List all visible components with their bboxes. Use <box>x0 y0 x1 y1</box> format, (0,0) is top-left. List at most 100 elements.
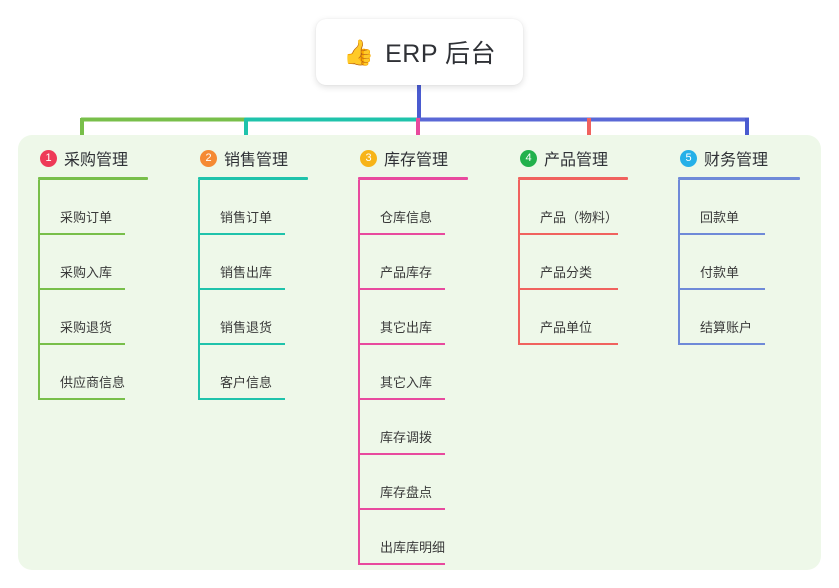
list-item-rule <box>198 343 285 345</box>
column-spine <box>198 180 200 400</box>
column-items: 仓库信息产品库存其它出库其它入库库存调拨库存盘点出库库明细 <box>358 180 468 565</box>
list-item-label: 销售出库 <box>220 265 273 280</box>
list-item-rule <box>38 398 125 400</box>
column-items: 回款单付款单结算账户 <box>678 180 800 345</box>
list-item-rule <box>358 563 445 565</box>
root-node[interactable]: 👍 ERP 后台 <box>316 19 523 85</box>
column-items: 销售订单销售出库销售退货客户信息 <box>198 180 308 400</box>
list-item-rule <box>678 288 765 290</box>
list-item[interactable]: 客户信息 <box>198 345 308 400</box>
list-item[interactable]: 产品（物料） <box>518 180 628 235</box>
column-number-badge: 2 <box>200 149 217 167</box>
list-item[interactable]: 产品单位 <box>518 290 628 345</box>
list-item-rule <box>518 343 618 345</box>
list-item[interactable]: 回款单 <box>678 180 800 235</box>
list-item-label: 销售订单 <box>220 210 273 225</box>
list-item[interactable]: 仓库信息 <box>358 180 468 235</box>
list-item-label: 产品（物料） <box>540 210 619 225</box>
list-item[interactable]: 销售退货 <box>198 290 308 345</box>
list-item[interactable]: 销售出库 <box>198 235 308 290</box>
thumbs-up-icon: 👍 <box>342 37 375 67</box>
column-4: 4 产品管理产品（物料） 产品分类产品单位 <box>518 146 628 345</box>
column-title: 库存管理 <box>384 152 449 169</box>
list-item-rule <box>198 288 285 290</box>
list-item[interactable]: 采购退货 <box>38 290 148 345</box>
list-item-rule <box>518 233 618 235</box>
list-item-rule <box>38 343 125 345</box>
column-number-badge: 3 <box>360 149 377 167</box>
list-item-label: 出库库明细 <box>380 540 446 555</box>
column-3: 3 库存管理仓库信息产品库存其它出库其它入库库存调拨库存盘点出库库明细 <box>358 146 468 565</box>
column-header-rule <box>198 177 308 180</box>
list-item-rule <box>358 288 445 290</box>
list-item-label: 采购订单 <box>60 210 113 225</box>
root-node-content: 👍 ERP 后台 <box>343 34 496 70</box>
list-item-rule <box>38 288 125 290</box>
column-2: 2 销售管理销售订单销售出库销售退货客户信息 <box>198 146 308 400</box>
list-item[interactable]: 其它入库 <box>358 345 468 400</box>
list-item[interactable]: 其它出库 <box>358 290 468 345</box>
column-items: 产品（物料） 产品分类产品单位 <box>518 180 628 345</box>
root-node-title: ERP 后台 <box>385 40 497 68</box>
list-item-rule <box>358 233 445 235</box>
column-spine <box>38 180 40 400</box>
list-item[interactable]: 销售订单 <box>198 180 308 235</box>
column-header-rule <box>38 177 148 180</box>
column-number-badge: 4 <box>520 149 537 167</box>
list-item-rule <box>358 453 445 455</box>
column-header-rule <box>518 177 628 180</box>
list-item-rule <box>358 398 445 400</box>
list-item-rule <box>358 343 445 345</box>
column-items: 采购订单采购入库采购退货供应商信息 <box>38 180 148 400</box>
list-item-label: 采购退货 <box>60 320 113 335</box>
column-header-2[interactable]: 2 销售管理 <box>198 146 308 170</box>
list-item-label: 库存调拨 <box>380 430 433 445</box>
list-item-rule <box>358 508 445 510</box>
list-item-label: 客户信息 <box>220 375 273 390</box>
column-number-badge: 1 <box>40 149 57 167</box>
diagram-panel <box>18 135 821 570</box>
list-item-label: 回款单 <box>700 210 740 225</box>
list-item-label: 库存盘点 <box>380 485 433 500</box>
list-item[interactable]: 出库库明细 <box>358 510 468 565</box>
column-header-rule <box>358 177 468 180</box>
list-item[interactable]: 供应商信息 <box>38 345 148 400</box>
list-item-label: 仓库信息 <box>380 210 433 225</box>
list-item-label: 付款单 <box>700 265 740 280</box>
list-item-rule <box>198 233 285 235</box>
list-item-label: 产品分类 <box>540 265 593 280</box>
list-item-label: 采购入库 <box>60 265 113 280</box>
list-item-rule <box>678 343 765 345</box>
column-header-4[interactable]: 4 产品管理 <box>518 146 628 170</box>
column-title: 产品管理 <box>544 152 609 169</box>
list-item[interactable]: 采购订单 <box>38 180 148 235</box>
column-header-3[interactable]: 3 库存管理 <box>358 146 468 170</box>
list-item[interactable]: 付款单 <box>678 235 800 290</box>
column-title: 财务管理 <box>704 152 769 169</box>
list-item-label: 结算账户 <box>700 320 753 335</box>
list-item[interactable]: 库存盘点 <box>358 455 468 510</box>
list-item-label: 产品库存 <box>380 265 433 280</box>
list-item-rule <box>678 233 765 235</box>
list-item[interactable]: 产品库存 <box>358 235 468 290</box>
list-item-label: 其它入库 <box>380 375 433 390</box>
list-item[interactable]: 产品分类 <box>518 235 628 290</box>
list-item[interactable]: 采购入库 <box>38 235 148 290</box>
list-item-label: 产品单位 <box>540 320 593 335</box>
list-item-rule <box>518 288 618 290</box>
list-item[interactable]: 结算账户 <box>678 290 800 345</box>
column-spine <box>358 180 360 565</box>
list-item[interactable]: 库存调拨 <box>358 400 468 455</box>
list-item-rule <box>198 398 285 400</box>
column-title: 销售管理 <box>224 152 289 169</box>
column-1: 1 采购管理采购订单采购入库采购退货供应商信息 <box>38 146 148 400</box>
column-header-1[interactable]: 1 采购管理 <box>38 146 148 170</box>
column-title: 采购管理 <box>64 152 129 169</box>
column-spine <box>678 180 680 345</box>
column-header-rule <box>678 177 800 180</box>
list-item-label: 供应商信息 <box>60 375 126 390</box>
list-item-label: 销售退货 <box>220 320 273 335</box>
